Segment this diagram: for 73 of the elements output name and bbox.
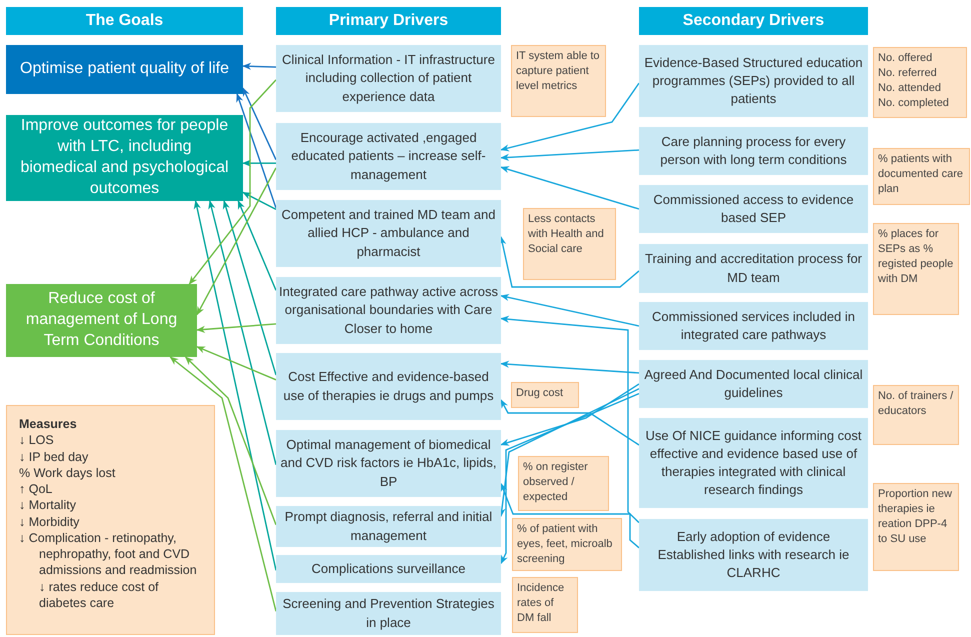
- goal-box: Optimise patient quality of life: [6, 45, 243, 94]
- note-box: Less contacts with Health and Social care: [523, 208, 616, 280]
- note-box: Proportion new therapies ie reation DPP-4 to SU use: [873, 483, 959, 571]
- driver-box: Clinical Information - IT infrastructure including collection of patient experience data: [276, 45, 501, 112]
- driver-box: Commissioned services included in integrated care pathways: [639, 302, 868, 350]
- note-box: % patients with documented care plan: [873, 148, 970, 205]
- arrow: [222, 200, 277, 376]
- measure-item: ↑ QoL: [19, 481, 54, 498]
- note-line: No. referred: [878, 66, 938, 81]
- goal-box: Reduce cost of management of Long Term Conditions: [6, 284, 197, 357]
- arrow: [196, 323, 276, 333]
- driver-box: Care planning process for every person with long term conditions: [639, 127, 868, 175]
- measure-item: ↓ IP bed day: [19, 448, 90, 465]
- column-header: Primary Drivers: [276, 7, 501, 35]
- arrow: [242, 160, 276, 167]
- measure-item: ↓ Mortality: [19, 497, 77, 514]
- note-box: No. of trainers / educators: [873, 385, 959, 445]
- column-header: Secondary Drivers: [639, 7, 868, 35]
- measure-item: % Work days lost: [19, 464, 116, 481]
- driver-box: Integrated care pathway active across organisational boundaries with Care Closer to home: [276, 277, 501, 344]
- note-box: Drug cost: [511, 382, 579, 408]
- note-box: Incidence rates of DM fall: [512, 577, 578, 633]
- note-line: No. completed: [878, 96, 950, 110]
- arrow: [499, 236, 640, 288]
- arrow: [236, 93, 277, 208]
- column-header: The Goals: [6, 7, 243, 35]
- arrow: [500, 399, 640, 446]
- arrow: [208, 200, 277, 466]
- driver-box: Competent and trained MD team and allied HCP - ambulance and pharmacist: [276, 200, 501, 267]
- driver-box: Cost Effective and evidence-based use of therapies ie drugs and pumps: [276, 353, 501, 420]
- note-box: % places for SEPs as % registed people with DM: [873, 223, 959, 315]
- driver-box: Screening and Prevention Strategies in place: [276, 592, 501, 635]
- arrow: [500, 166, 640, 210]
- arrow: [500, 360, 640, 374]
- note-box: % of patient with eyes, feet, microalb screening: [512, 518, 622, 571]
- measures-heading: No. offered: [878, 51, 934, 66]
- driver-box: Encourage activated ,engaged educated patients – increase self-management: [276, 123, 501, 190]
- measures-box: [6, 405, 215, 635]
- arrow: [500, 392, 640, 564]
- arrow: [238, 200, 277, 291]
- driver-box: Prompt diagnosis, referral and initial management: [276, 506, 501, 547]
- measures-heading: Measures: [19, 416, 78, 432]
- note-box: % on register observed / expected: [518, 456, 609, 511]
- note-box: [873, 47, 967, 118]
- driver-box: Training and accreditation process for MD team: [639, 244, 868, 293]
- note-line: No. attended: [878, 80, 942, 96]
- arrow: [500, 149, 640, 161]
- arrow: [188, 79, 277, 285]
- driver-box: Complications surveillance: [276, 555, 501, 583]
- arrow: [184, 356, 277, 526]
- arrow: [242, 87, 277, 160]
- arrow: [500, 316, 640, 524]
- arrow: [170, 356, 277, 612]
- arrow: [500, 294, 640, 327]
- arrow: [196, 346, 276, 380]
- goal-box: Improve outcomes for people with LTC, including biomedical and psychological outcomes: [6, 115, 243, 201]
- arrow: [242, 192, 276, 210]
- arrow: [194, 200, 277, 571]
- driver-box: Early adoption of evidence Established links with research ie CLARHC: [639, 519, 868, 591]
- note-box: IT system able to capture patient level metrics: [511, 45, 606, 117]
- driver-box: Commissioned access to evidence based SEP: [639, 185, 868, 233]
- arrow: [500, 482, 640, 548]
- arrow: [242, 62, 276, 70]
- arrow: [500, 82, 640, 152]
- arrow: [196, 168, 277, 316]
- driver-box: Use Of NICE guidance informing cost effective and evidence based use of therapies integrated with clinical research findings: [639, 418, 868, 508]
- measure-item: ↓ Morbidity: [19, 514, 80, 530]
- arrow: [500, 383, 640, 446]
- driver-box: Optimal management of biomedical and CVD risk factors ie HbA1c, lipids, BP: [276, 430, 501, 497]
- measure-item: ↓ Complication - retinopathy, nephropathy, foot and CVD admissions and readmission ↓ rates reduce cost of diabetes care: [19, 530, 198, 611]
- driver-box: Agreed And Documented local clinical guidelines: [639, 360, 868, 408]
- driver-box: Evidence-Based Structured education programmes (SEPs) provided to all patients: [639, 45, 868, 117]
- measure-item: ↓ LOS: [19, 432, 55, 448]
